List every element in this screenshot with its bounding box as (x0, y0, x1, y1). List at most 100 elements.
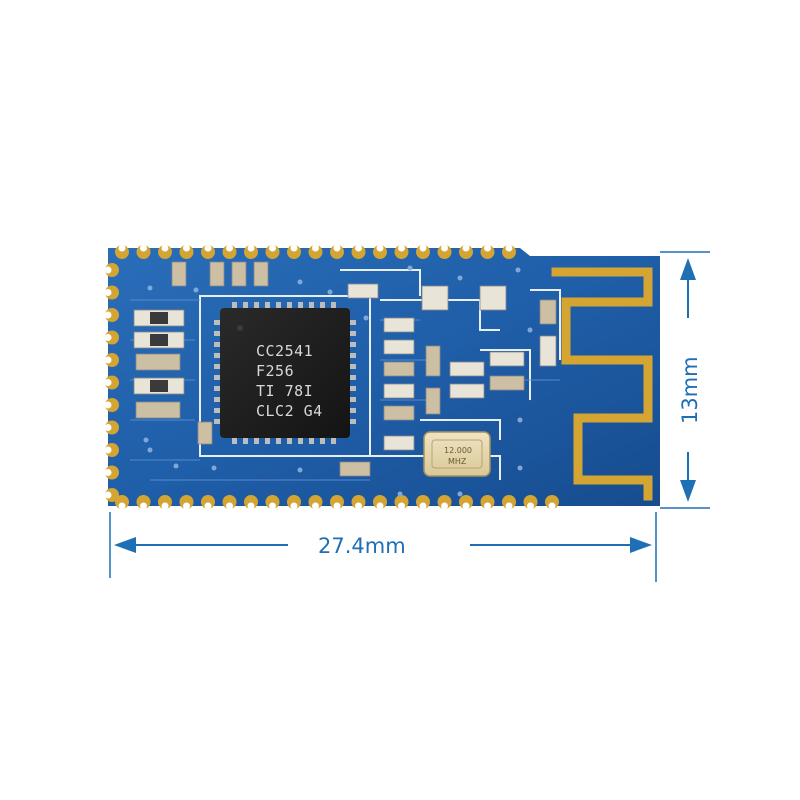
gold-pad (308, 244, 323, 259)
chip-marking-line-3: TI 78I (256, 382, 313, 400)
gold-pad (287, 495, 301, 510)
gold-pad (158, 244, 172, 259)
smd-resistor (449, 383, 485, 399)
gold-pad (179, 495, 194, 510)
pcb-antenna (551, 267, 653, 501)
via (517, 417, 523, 423)
gold-pad (158, 495, 172, 510)
castellated-pads-bottom (115, 495, 559, 510)
via (147, 447, 153, 453)
gold-pad (244, 495, 258, 510)
gold-pad (179, 244, 194, 259)
via (211, 465, 217, 471)
chip-pin (348, 386, 356, 391)
smd-resistor (383, 339, 415, 355)
gold-pad (373, 495, 387, 510)
chip-pin (331, 302, 336, 310)
gold-pad (104, 285, 119, 300)
chip-pin (298, 436, 303, 444)
gold-pad (104, 263, 119, 277)
smd-resistor (449, 361, 485, 377)
gold-pad (104, 443, 119, 457)
smd-capacitor (253, 261, 269, 287)
via (517, 465, 523, 471)
gold-pad (104, 398, 119, 412)
smd-capacitor (197, 421, 213, 445)
gold-pad (502, 495, 516, 510)
chip-pin (254, 302, 259, 310)
chip-pin (254, 436, 259, 444)
chip-pin (348, 342, 356, 347)
gold-pad (523, 495, 538, 510)
gold-pad (265, 495, 280, 510)
gold-pad (104, 308, 119, 322)
via (397, 491, 403, 497)
chip-pin (348, 353, 356, 358)
smd-resistor (383, 435, 415, 451)
smd-resistor (133, 331, 185, 349)
via (527, 327, 533, 333)
right-components (339, 285, 557, 477)
gold-pad (394, 495, 409, 510)
chip-pin (298, 302, 303, 310)
chip-marking-line-2: F256 (256, 362, 294, 380)
gold-pad (104, 420, 119, 435)
chip-pin (320, 302, 325, 310)
chip-pin (348, 364, 356, 369)
via (173, 463, 179, 469)
chip-pin (348, 320, 356, 325)
gold-pad (201, 495, 215, 510)
height-label: 13mm (678, 356, 702, 424)
gold-pad (437, 495, 452, 510)
smd-resistor (383, 317, 415, 333)
chip-pin (243, 436, 248, 444)
gold-pad (104, 353, 119, 367)
crystal-unit: MHZ (448, 457, 467, 466)
gold-pad (201, 244, 215, 259)
chip-pin (214, 419, 222, 424)
chip-pin (214, 386, 222, 391)
gold-pad (104, 375, 119, 390)
chip-marking-line-1: CC2541 (256, 342, 313, 360)
smd-capacitor (383, 405, 415, 421)
via (297, 467, 303, 473)
via (147, 285, 153, 291)
chip-pin (309, 302, 314, 310)
chip-pin (348, 408, 356, 413)
chip-pin (348, 419, 356, 424)
gold-pad (351, 244, 366, 259)
smd-inductor (539, 335, 557, 367)
smd-capacitor (171, 261, 187, 287)
smd-capacitor (489, 375, 525, 391)
gold-pad (244, 244, 258, 259)
smd-resistor (133, 377, 185, 395)
smd-capacitor (425, 345, 441, 377)
gold-pad (104, 330, 119, 345)
chip-pin (214, 364, 222, 369)
smd-resistor (489, 351, 525, 367)
chip-pin (214, 397, 222, 402)
gold-pad (480, 244, 495, 259)
gold-pad (351, 495, 366, 510)
via (407, 265, 413, 271)
smd-capacitor (231, 261, 247, 287)
left-components (133, 309, 213, 445)
castellated-pads-top (115, 244, 516, 259)
gold-pad (459, 495, 473, 510)
chip-pin (214, 353, 222, 358)
smd-inductor (479, 285, 507, 311)
chip-pin (265, 302, 270, 310)
chip-pin (309, 436, 314, 444)
smd-resistor (133, 309, 185, 327)
gold-pad (222, 244, 237, 259)
smd-capacitor (425, 387, 441, 415)
gold-pad (394, 244, 409, 259)
chip-pin (348, 397, 356, 402)
width-dimension (109, 512, 657, 582)
gold-pad (136, 244, 151, 259)
gold-pad (104, 488, 119, 502)
chip-pin (348, 331, 356, 336)
gold-pad (480, 495, 495, 510)
gold-pad (136, 495, 151, 510)
